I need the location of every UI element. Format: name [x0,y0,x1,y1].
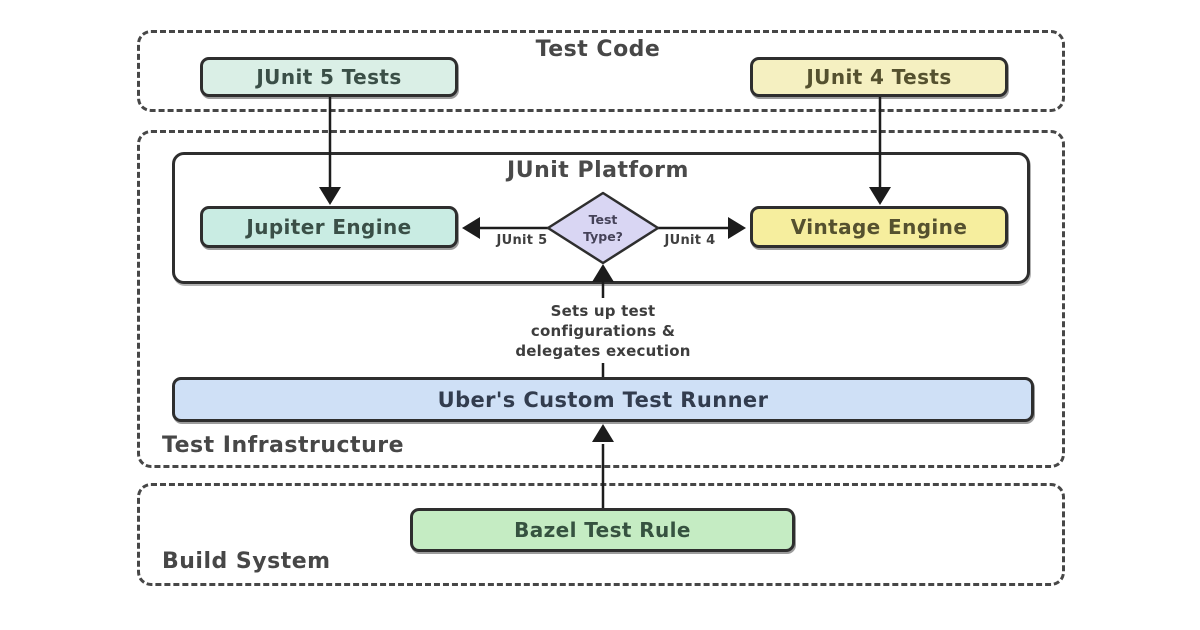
vintage-engine-node: Vintage Engine [750,206,1008,248]
build-system-group [137,483,1065,586]
annotation-line: configurations & [530,322,676,340]
runner-annotation: Sets up test configurations & delegates … [493,301,713,361]
test-infrastructure-group [137,130,1065,468]
annotation-line: delegates execution [515,342,691,360]
test-code-group [137,30,1065,112]
build-system-label: Build System [162,549,331,574]
test-code-label: Test Code [535,37,661,62]
junit-platform-label: JUnit Platform [507,158,689,183]
uber-test-runner-node: Uber's Custom Test Runner [172,377,1034,422]
bazel-test-rule-node: Bazel Test Rule [410,508,795,552]
junit5-tests-node: JUnit 5 Tests [200,57,458,97]
edge-label-junit5: JUnit 5 [496,233,548,248]
edge-label-junit4: JUnit 4 [664,233,716,248]
jupiter-engine-node: Jupiter Engine [200,206,458,248]
junit4-tests-node: JUnit 4 Tests [750,57,1008,97]
test-infrastructure-label: Test Infrastructure [162,433,405,458]
annotation-line: Sets up test [550,302,656,320]
